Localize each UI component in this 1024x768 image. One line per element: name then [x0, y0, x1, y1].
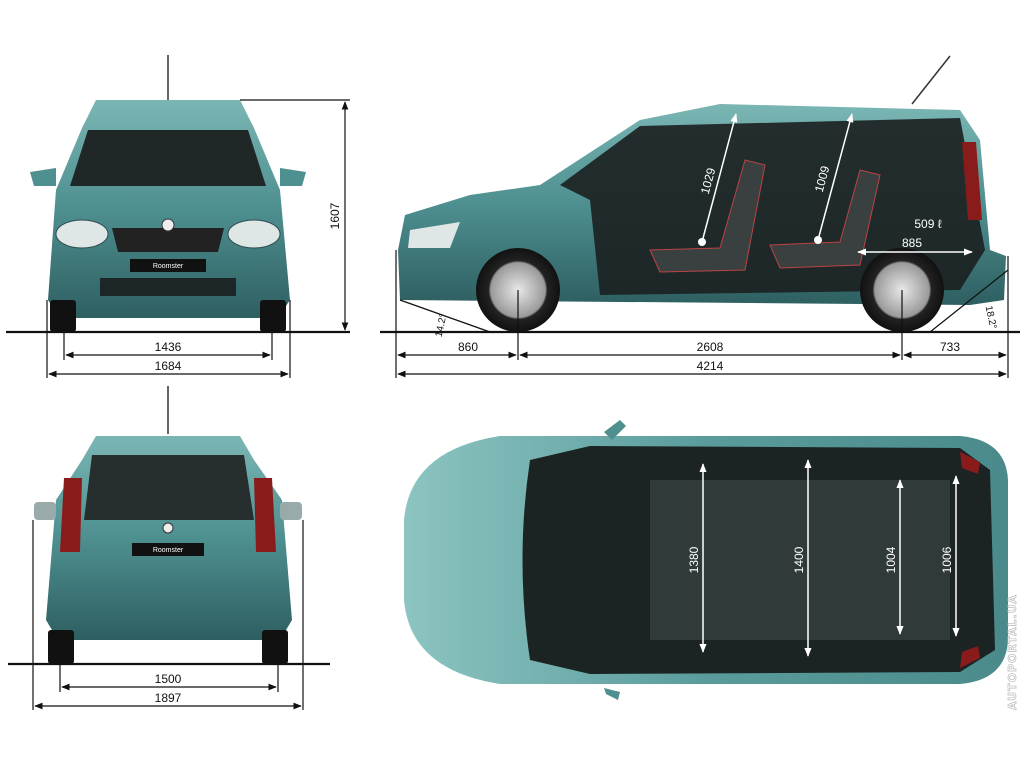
- rear-headroom-label: 1009: [812, 164, 833, 194]
- antenna: [911, 55, 951, 105]
- front-view: Roomster 1607 1436 1684: [6, 55, 350, 378]
- front-headroom-arrow: [701, 113, 738, 243]
- wheel-left: [48, 630, 74, 664]
- side-view: 1029 1009 509 ℓ 885 14.2° 18.2° 860 2608…: [380, 55, 1020, 378]
- boot-width-arches-label: 1004: [884, 546, 898, 573]
- approach-angle-line: [399, 299, 491, 333]
- mirror-left: [604, 420, 626, 440]
- rear-elbow-width-label: 1400: [792, 546, 806, 573]
- boot-width-label: 1006: [940, 546, 954, 573]
- front-headroom-label: 1029: [698, 166, 719, 196]
- approach-angle-label: 14.2°: [434, 313, 450, 338]
- rear-seat: [769, 169, 881, 269]
- lower-grille: [100, 278, 236, 296]
- width-mirrors-label: 1897: [155, 691, 182, 705]
- windshield: [70, 130, 266, 186]
- plate-text: Roomster: [153, 547, 184, 554]
- mirror-left: [30, 168, 56, 186]
- wheel-left: [50, 300, 76, 332]
- rear-view: Roomster 1500 1897: [8, 386, 330, 710]
- front-elbow-width-label: 1380: [687, 546, 701, 573]
- taillight-right: [960, 646, 980, 668]
- rear-window: [84, 455, 254, 520]
- top-view: 1380 1400 1004 1006: [404, 420, 1008, 700]
- grille: [112, 228, 224, 252]
- logo: [162, 522, 174, 534]
- taillight-right: [254, 478, 276, 552]
- watermark: AUTOPORTAL.UA: [1006, 594, 1019, 710]
- wheel-right: [260, 300, 286, 332]
- headlight: [408, 222, 460, 248]
- mirror-right: [604, 688, 620, 700]
- front-seat: [649, 159, 766, 273]
- length-label: 4214: [697, 359, 724, 373]
- front-overhang-label: 860: [458, 340, 478, 354]
- height-label: 1607: [328, 202, 342, 229]
- license-plate: [130, 259, 206, 272]
- rear-overhang-label: 733: [940, 340, 960, 354]
- rear-track-label: 1500: [155, 672, 182, 686]
- mirror-right: [280, 502, 302, 520]
- wheel-right: [262, 630, 288, 664]
- taillight-left: [960, 452, 980, 474]
- track-label: 1436: [155, 340, 182, 354]
- license-plate: [132, 543, 204, 556]
- headlight-right: [227, 219, 281, 249]
- width-label: 1684: [155, 359, 182, 373]
- boot-volume-label: 509 ℓ: [914, 217, 941, 231]
- wheelbase-label: 2608: [697, 340, 724, 354]
- mirror-left: [34, 502, 56, 520]
- taillight: [962, 142, 982, 220]
- departure-angle-line: [929, 269, 1009, 333]
- boot-length-label: 885: [902, 236, 922, 250]
- headlight-left: [55, 219, 109, 249]
- plate-text: Roomster: [153, 263, 184, 270]
- mirror-right: [280, 168, 306, 186]
- rear-headroom-arrow: [817, 113, 854, 241]
- logo: [161, 218, 175, 232]
- departure-angle-label: 18.2°: [983, 305, 999, 330]
- taillight-left: [60, 478, 82, 552]
